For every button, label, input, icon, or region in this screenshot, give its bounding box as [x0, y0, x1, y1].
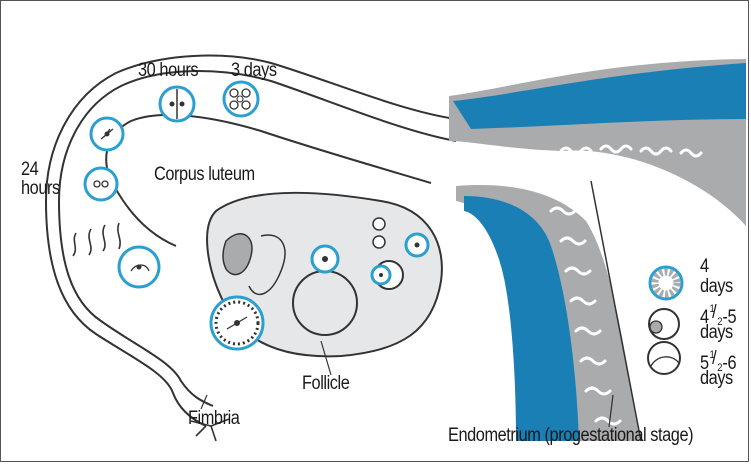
label-4-days-line2: days — [700, 277, 733, 297]
stage56-fraction: 1/2 — [709, 349, 723, 369]
label-30-hours: 30 hours — [138, 61, 198, 81]
label-fimbria: Fimbria — [188, 409, 239, 429]
stage45-slash: / — [712, 303, 716, 323]
label-5half-6-days-line2: days — [700, 369, 733, 389]
label-endometrium: Endometrium (progestational stage) — [448, 426, 693, 446]
label-corpus-luteum: Corpus luteum — [154, 165, 255, 185]
label-follicle: Follicle — [302, 374, 349, 394]
label-24-hours-line2: hours — [21, 179, 60, 199]
label-24-hours-line1: 24 — [21, 160, 38, 180]
label-4half-5-days-line2: days — [700, 323, 733, 343]
label-3-days: 3 days — [231, 61, 277, 81]
stage45-fraction: 1/2 — [709, 303, 723, 323]
stage56-slash: / — [712, 349, 716, 369]
label-4-days-line1: 4 — [700, 257, 709, 277]
